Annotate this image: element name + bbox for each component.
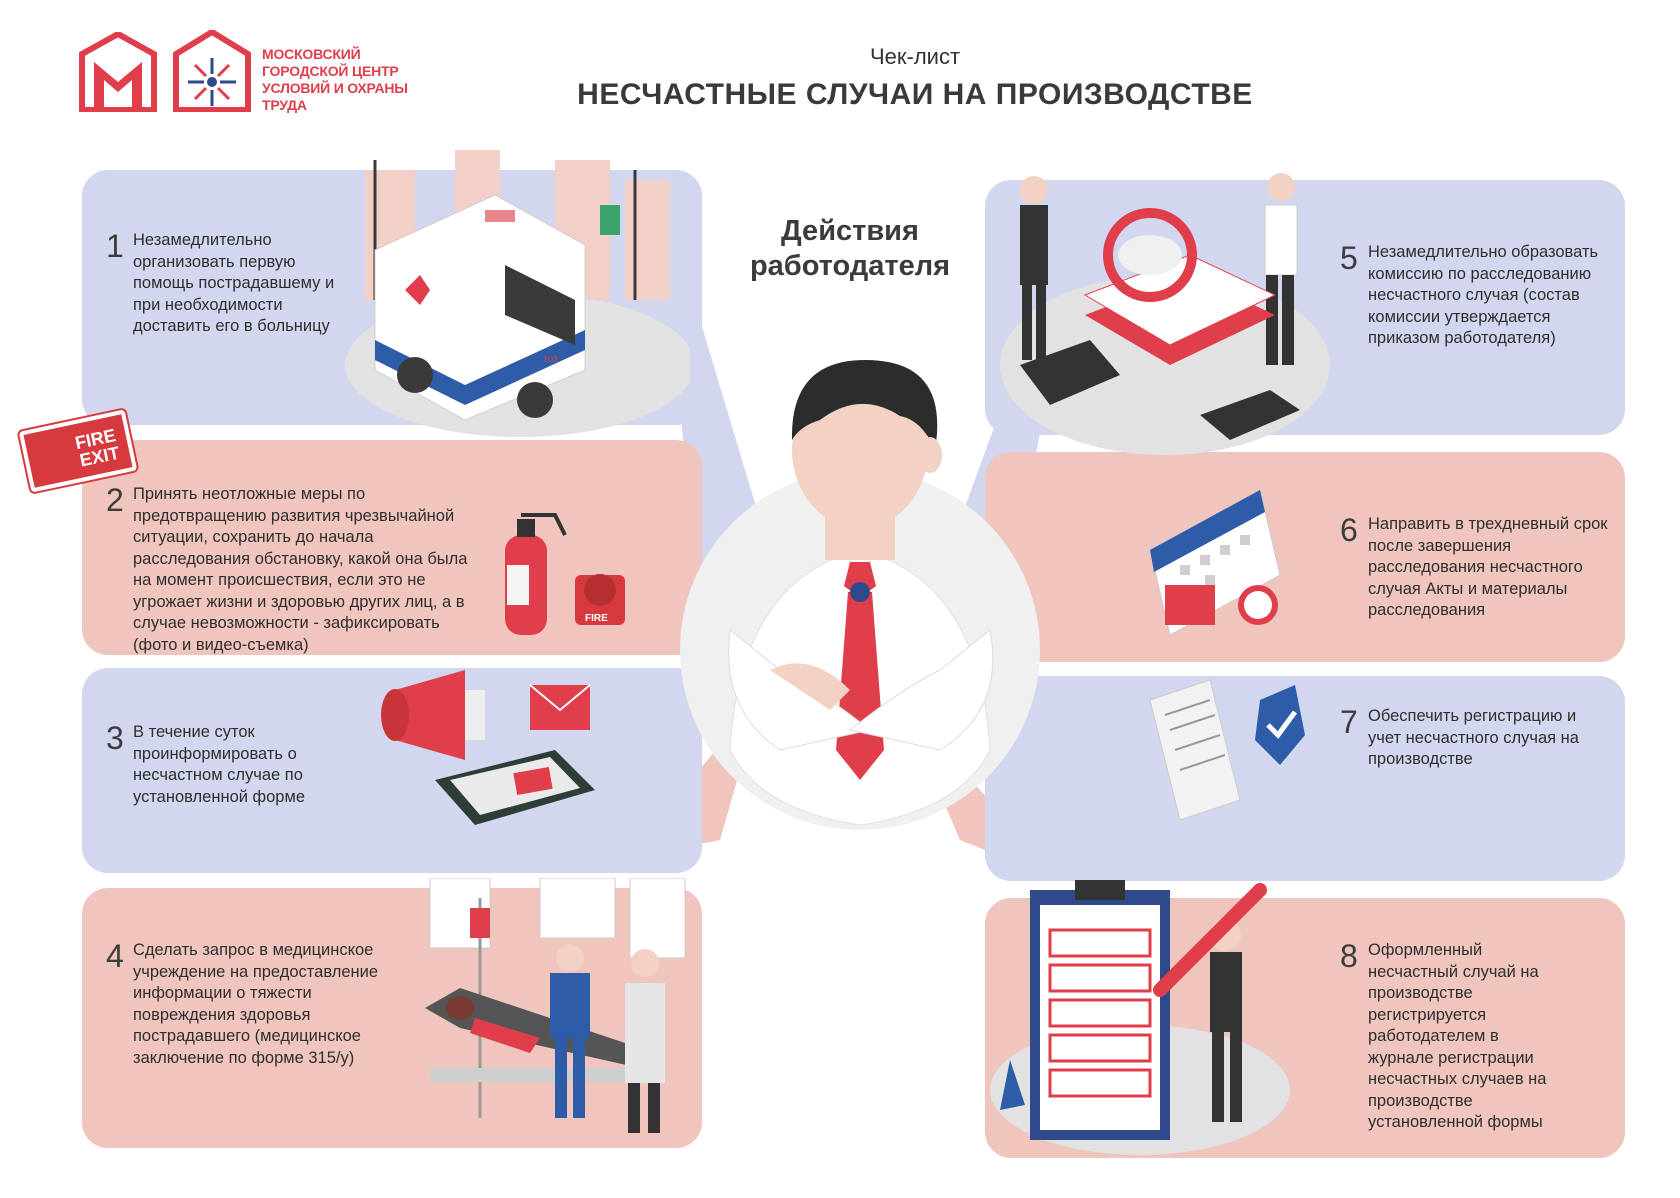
step-3-text: В течение суток проинформировать о несча…: [133, 723, 305, 806]
step-1-text: Незамедлительно организовать первую помо…: [133, 231, 335, 335]
svg-text:103: 103: [543, 354, 558, 364]
mgc-logo-icon: [79, 32, 157, 112]
step-5-text: Незамедлительно образовать комиссию по р…: [1368, 243, 1599, 347]
step-8-number: 8: [1340, 938, 1358, 974]
step-6-number: 6: [1340, 512, 1358, 548]
step-8-text: Оформленный несчастный случай на произво…: [1368, 941, 1547, 1131]
step-7-number: 7: [1340, 704, 1358, 740]
calendar-deadline-icon: [1149, 489, 1281, 636]
step-6-text: Направить в трехдневный срок после завер…: [1368, 515, 1608, 619]
step-7-panel: [985, 676, 1625, 881]
step-3-number: 3: [106, 720, 124, 756]
journal-registration-icon: [990, 880, 1290, 1155]
step-7-text: Обеспечить регистрацию и учет несчастног…: [1368, 707, 1579, 768]
investigation-commission-icon: [1000, 173, 1330, 455]
step-2-number: 2: [106, 482, 124, 518]
step-4-text: Сделать запрос в медицинское учреждение …: [133, 941, 379, 1067]
page-title: НЕСЧАСТНЫЕ СЛУЧАИ НА ПРОИЗВОДСТВЕ: [577, 78, 1253, 111]
step-2-text: Принять неотложные меры по предотвращени…: [133, 485, 468, 654]
center-title: Действия работодателя: [749, 215, 951, 282]
hospital-room-icon: [425, 878, 686, 1133]
fire-extinguisher-icon: FIRE: [505, 513, 625, 635]
step-4-number: 4: [106, 938, 124, 974]
page-subtitle: Чек-лист: [869, 44, 961, 69]
svg-text:FIRE: FIRE: [585, 613, 608, 624]
step-6-panel: [985, 452, 1625, 662]
step-5-number: 5: [1340, 240, 1358, 276]
organization-name: Московский городской центр условий и охр…: [262, 46, 408, 113]
registration-check-icon: [1149, 679, 1305, 821]
employer-figure-icon: [680, 360, 1040, 830]
megaphone-icon: [381, 670, 595, 825]
ambulance-icon: 103: [345, 150, 690, 437]
sun-emblem-icon: [173, 30, 251, 112]
step-1-number: 1: [106, 228, 124, 264]
